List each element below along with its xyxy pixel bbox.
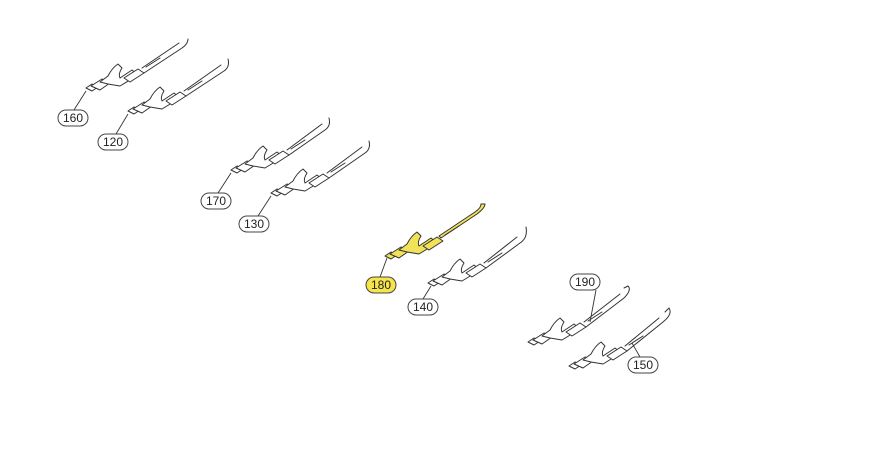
leader-130: [257, 195, 272, 217]
callout-120[interactable]: 120: [97, 133, 129, 151]
part-120[interactable]: [127, 58, 229, 115]
callout-label-160: 160: [63, 111, 83, 125]
leader-120: [115, 113, 129, 135]
leader-140: [422, 285, 432, 300]
callout-label-150: 150: [633, 358, 653, 372]
callout-label-120: 120: [103, 135, 123, 149]
part-150[interactable]: [568, 307, 671, 370]
callout-170[interactable]: 170: [200, 192, 232, 210]
callout-label-170: 170: [206, 194, 226, 208]
part-140[interactable]: [427, 226, 527, 287]
part-130[interactable]: [270, 140, 370, 197]
leader-170: [217, 172, 232, 194]
part-190[interactable]: [527, 285, 630, 346]
callout-160[interactable]: 160: [57, 109, 89, 127]
callout-140[interactable]: 140: [407, 298, 439, 316]
callout-label-190: 190: [575, 275, 595, 289]
leader-150: [631, 342, 641, 358]
leader-190: [589, 289, 597, 323]
callout-label-180: 180: [371, 278, 391, 292]
callout-150[interactable]: 150: [627, 356, 659, 374]
part-160[interactable]: [85, 38, 189, 92]
callout-130[interactable]: 130: [238, 215, 270, 233]
leader-180: [379, 257, 388, 278]
callout-180[interactable]: 180: [365, 276, 397, 294]
callout-label-140: 140: [413, 300, 433, 314]
part-180[interactable]: [384, 203, 486, 260]
callout-190[interactable]: 190: [569, 273, 601, 291]
leader-160: [73, 90, 87, 111]
callout-label-130: 130: [244, 217, 264, 231]
part-170[interactable]: [230, 117, 330, 174]
